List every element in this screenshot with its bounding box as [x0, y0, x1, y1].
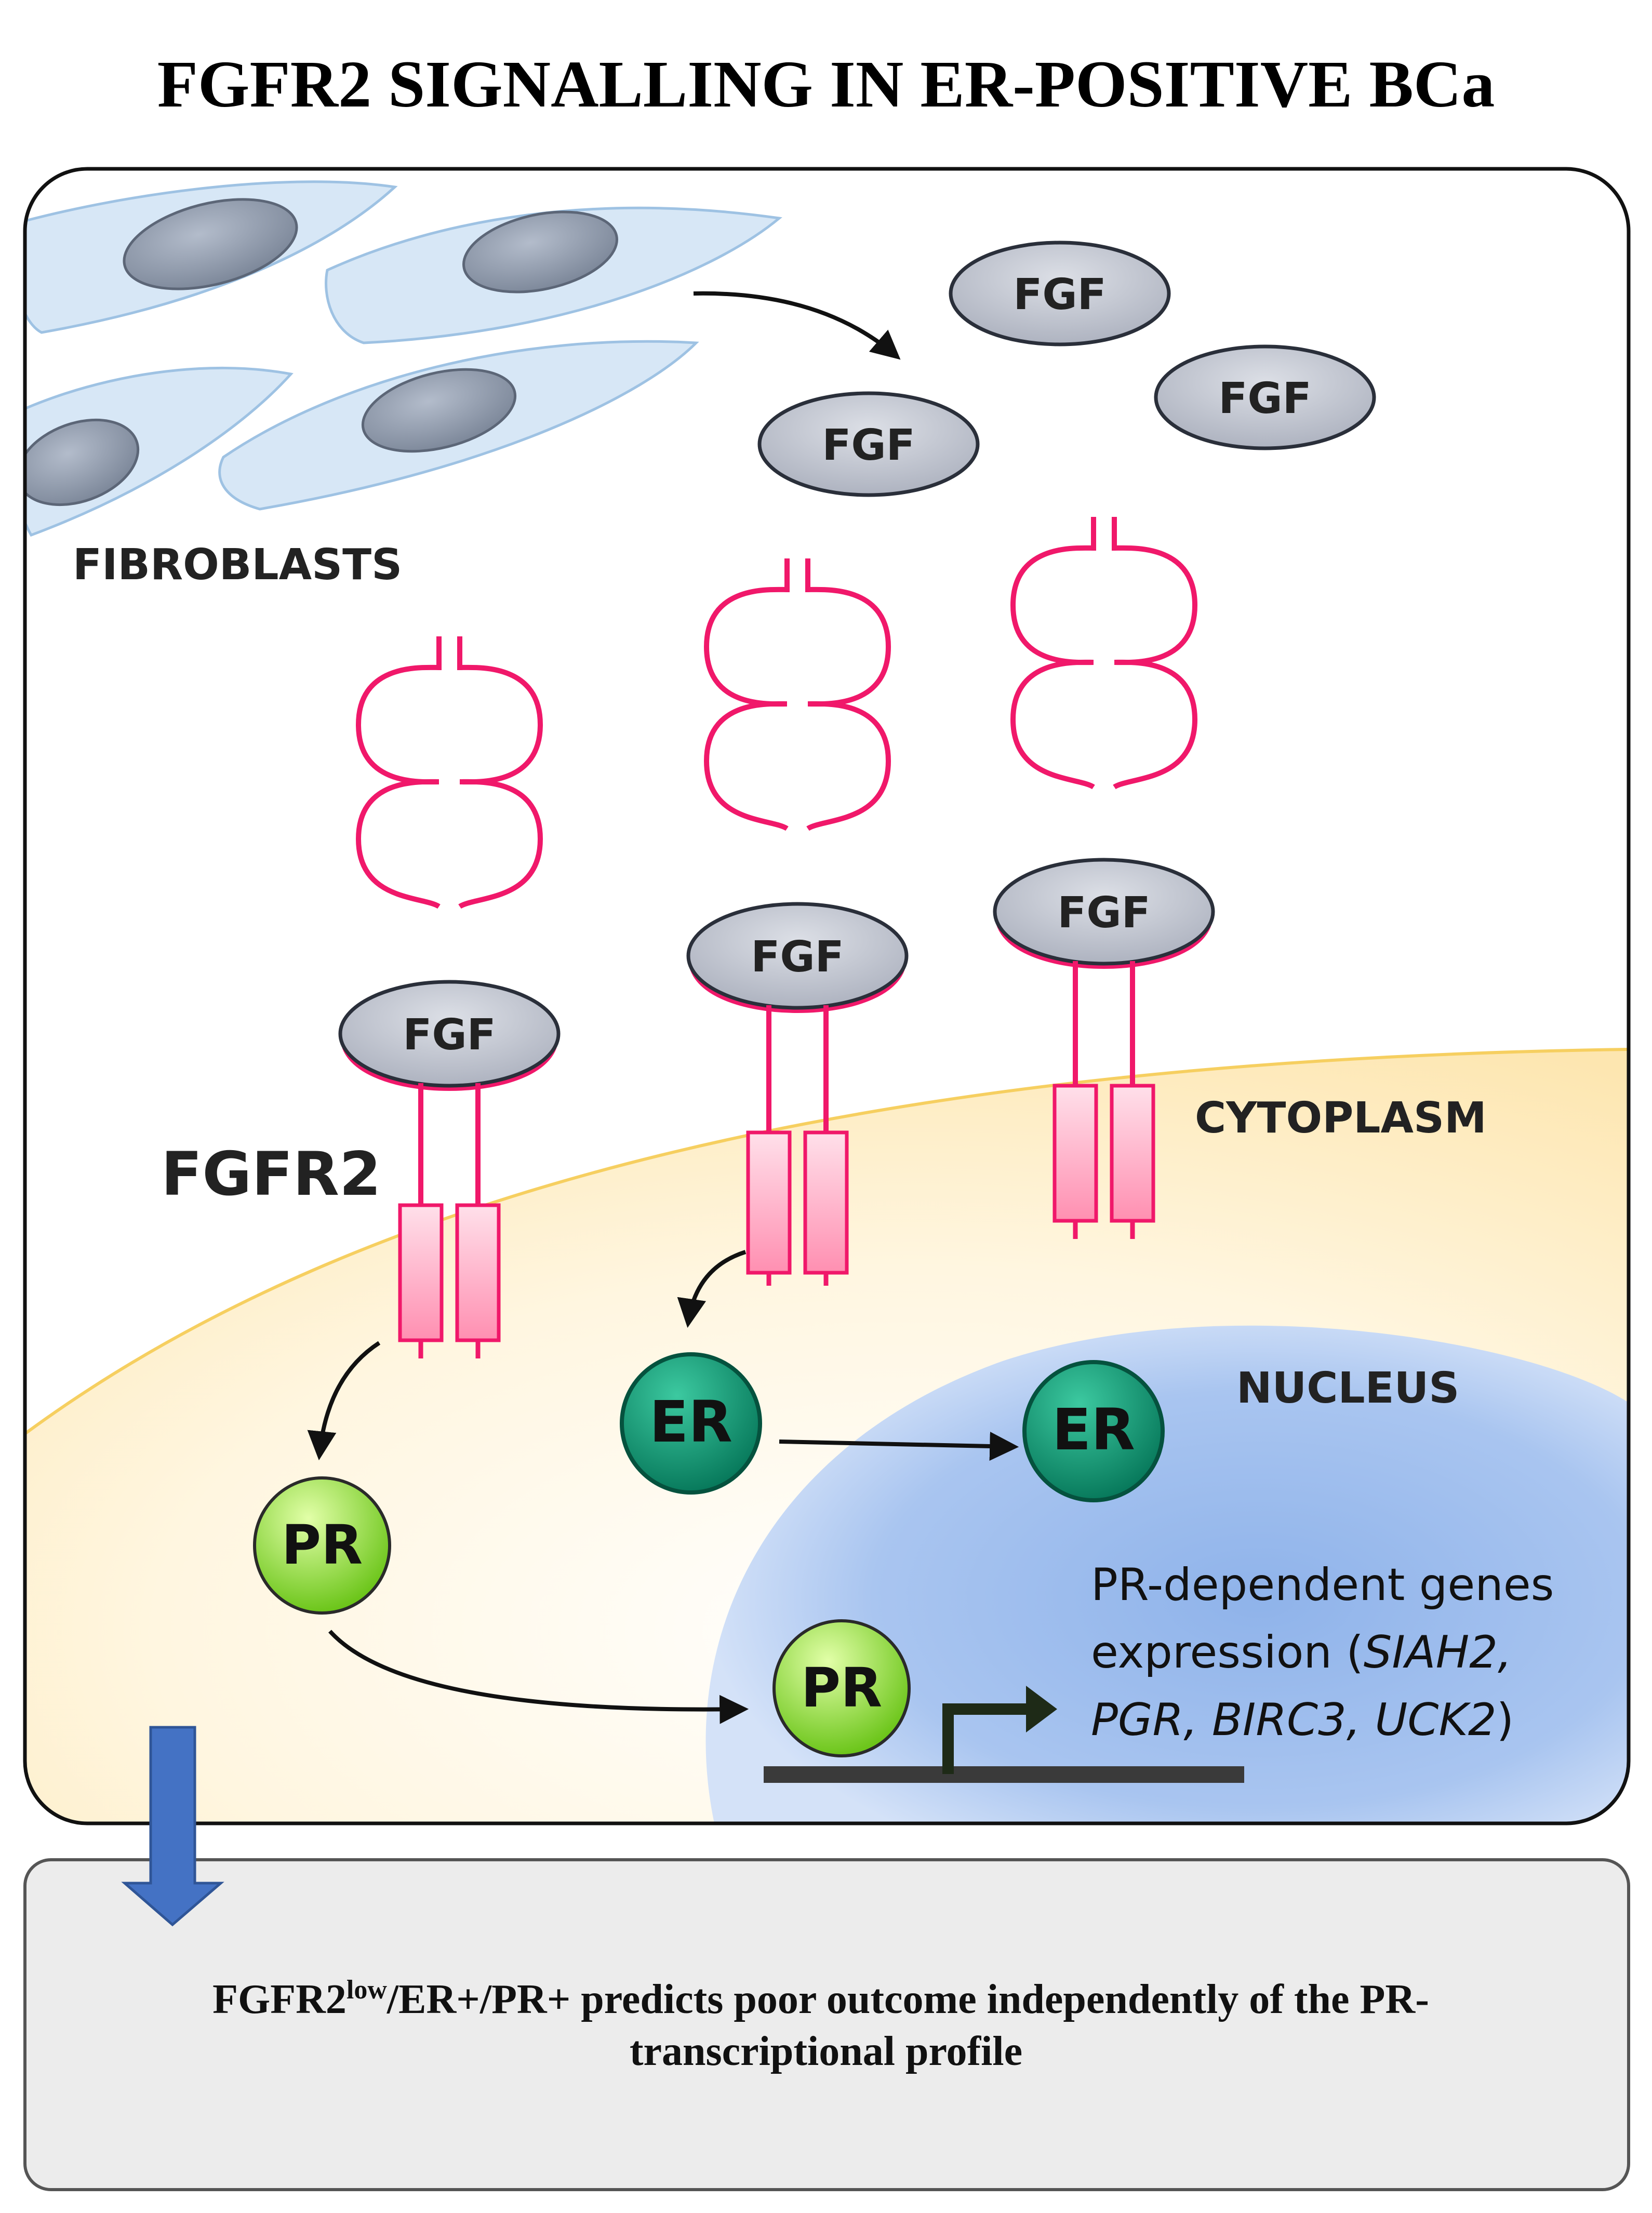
- fgfr2-label: FGFR2: [161, 1139, 381, 1209]
- fgfr2-receptor-3: FGF: [993, 517, 1215, 1239]
- transcription-start-arrow: [942, 1703, 1039, 1774]
- cytoplasm-label: CYTOPLASM: [1195, 1094, 1487, 1143]
- nucleus-region: [705, 1325, 1629, 1823]
- genes-line-2: expression (SIAH2,: [1091, 1627, 1512, 1678]
- fgfr2-receptor-1-bound-fgf-label: FGF: [403, 1010, 496, 1060]
- conclusion-prefix: FGFR2: [212, 1977, 347, 2022]
- fgf-ligand-free-3: FGF: [757, 391, 980, 497]
- conclusion-superscript: low: [347, 1975, 387, 2005]
- fgf-ligand-free-3-label: FGF: [822, 421, 915, 470]
- conclusion-line-2: transcriptional profile: [630, 2029, 1022, 2074]
- figure-title: FGFR2 SIGNALLING IN ER-POSITIVE BCa: [157, 47, 1495, 121]
- genes-line-3: PGR, BIRC3, UCK2): [1091, 1694, 1514, 1746]
- conclusion-box: [23, 1858, 1630, 2191]
- genes-text: PR-dependent genes expression (SIAH2, PG…: [1091, 1559, 1568, 1746]
- nucleus-label: NUCLEUS: [1236, 1364, 1459, 1413]
- cell-panel-border: [23, 167, 1631, 1825]
- pr-nucleus: PR: [772, 1619, 911, 1757]
- genes-line-2-prefix: expression (: [1091, 1627, 1364, 1678]
- fibroblasts-label: FIBROBLASTS: [73, 540, 402, 590]
- er-nucleus-label: ER: [1052, 1396, 1135, 1463]
- genes-line-3-suffix: ): [1497, 1694, 1514, 1746]
- er-cytoplasm-label: ER: [649, 1389, 732, 1455]
- genes-line-2-italic: SIAH2,: [1364, 1627, 1512, 1678]
- fgf-ligand-free-1-label: FGF: [1013, 270, 1106, 319]
- pr-cytoplasm-label: PR: [282, 1513, 363, 1577]
- conclusion-text: FGFR2low/ER+/PR+ predicts poor outcome i…: [212, 1975, 1440, 2075]
- fgfr2-receptor-1-bound-fgf: FGF: [338, 980, 561, 1088]
- fgfr2-receptor-3-bound-fgf: FGF: [993, 858, 1215, 966]
- arrow-fgfr2-to-er: [677, 1250, 747, 1328]
- arrow-er-translocation: [779, 1432, 1019, 1461]
- fgfr2-receptor-2-bound-fgf-label: FGF: [751, 932, 844, 982]
- fgfr2-receptor-2: FGF: [686, 558, 909, 1286]
- down-arrow: [121, 1726, 224, 1927]
- signalling-arrows: [307, 1250, 1019, 1724]
- er-nucleus: ER: [1022, 1360, 1165, 1502]
- dna-promoter: [764, 1686, 1244, 1783]
- fgf-ligand-free-1: FGF: [949, 241, 1171, 346]
- er-cytoplasm: ER: [620, 1352, 762, 1495]
- arrow-pr-translocation: [328, 1630, 749, 1724]
- fgf-ligand-free-2-label: FGF: [1218, 374, 1311, 423]
- conclusion-line-1-rest: /ER+/PR+ predicts poor outcome independe…: [387, 1977, 1429, 2022]
- pr-nucleus-label: PR: [801, 1656, 882, 1719]
- fgf-ligand-free-2: FGF: [1154, 344, 1376, 450]
- secretion-arrow: [693, 291, 901, 360]
- fgfr2-receptor-1: FGF: [338, 636, 561, 1358]
- pr-cytoplasm: PR: [253, 1476, 391, 1615]
- fgfr2-receptor-2-bound-fgf: FGF: [686, 902, 909, 1010]
- arrow-fgfr2-to-pr: [307, 1341, 381, 1461]
- fgfr2-receptor-3-bound-fgf-label: FGF: [1057, 888, 1150, 938]
- conclusion-line-1: FGFR2low/ER+/PR+ predicts poor outcome i…: [212, 1975, 1429, 2023]
- fibroblasts: [25, 180, 782, 537]
- genes-line-1: PR-dependent genes: [1091, 1559, 1554, 1611]
- genes-line-3-italic: PGR, BIRC3, UCK2: [1091, 1694, 1497, 1746]
